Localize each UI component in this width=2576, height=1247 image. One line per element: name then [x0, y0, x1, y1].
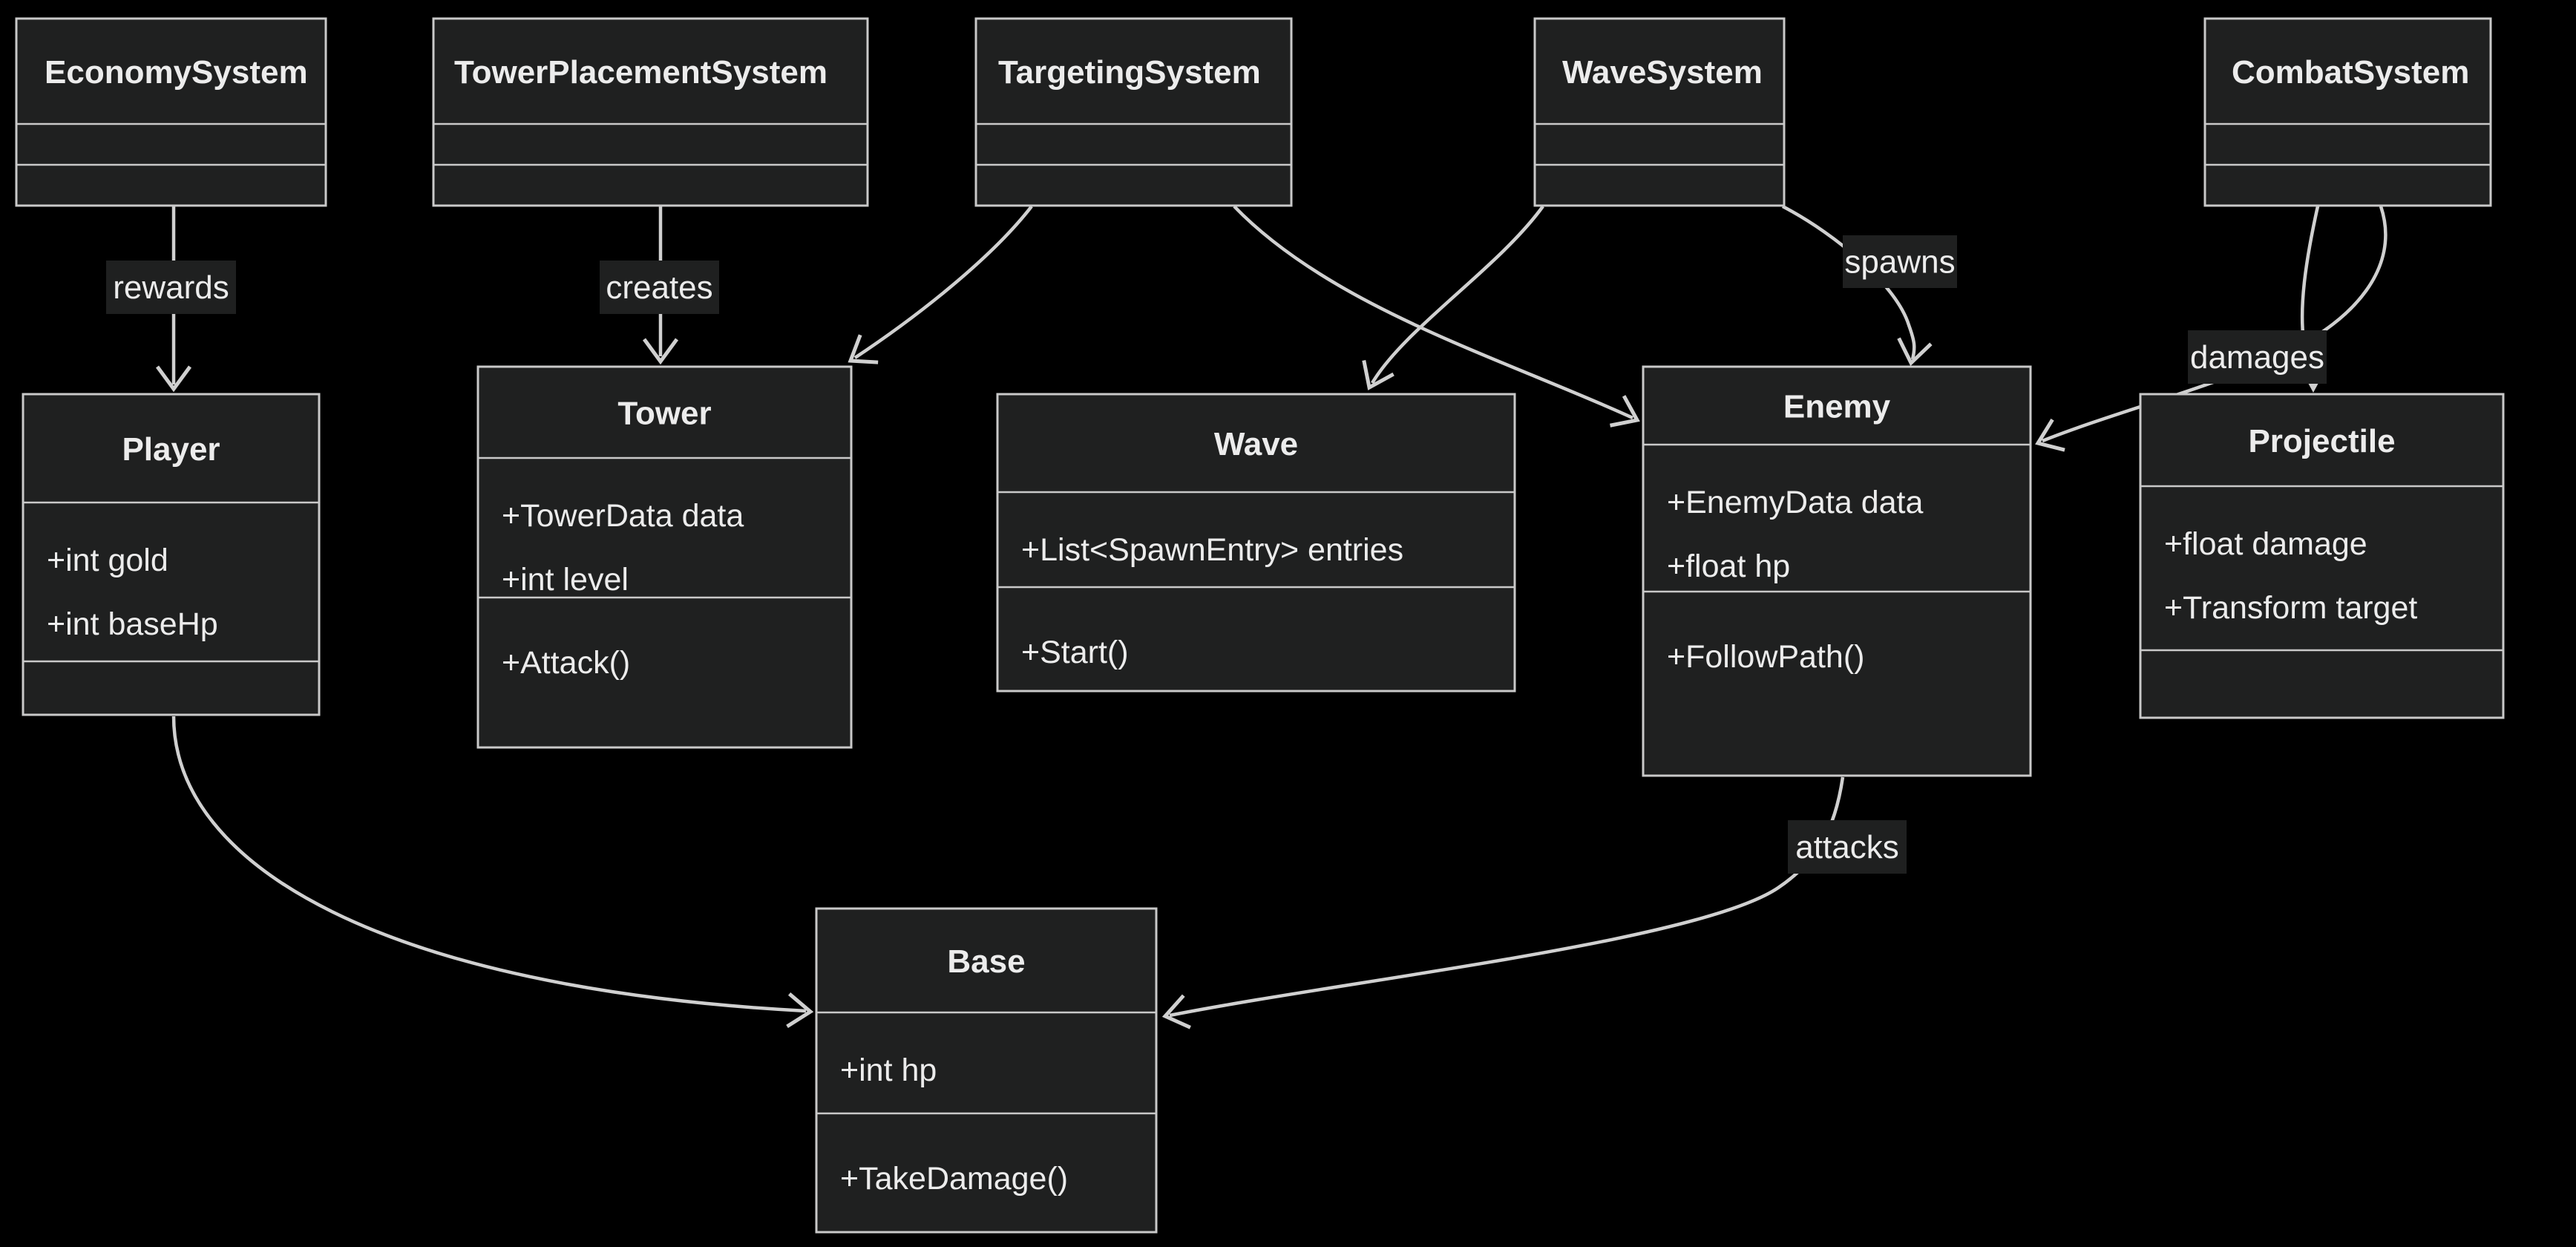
arrowhead-vee-targeting-system-to-enemy [1610, 395, 1640, 428]
class-method: +FollowPath() [1667, 639, 1864, 675]
arrowhead-vee-tower-placement-system-to-tower [642, 338, 679, 365]
class-title-clip: Projectile [2248, 423, 2395, 459]
class-rect [996, 393, 1516, 693]
class-enemy: Enemy +EnemyData data +float hp +FollowPath… [1642, 365, 2032, 777]
class-title-clip: Wave [1214, 426, 1298, 462]
edge-label-creates: creates [600, 261, 719, 314]
class-title-clip: TargetingSystem [998, 54, 1261, 91]
class-rect [2139, 393, 2505, 719]
class-title-clip: Tower [617, 396, 711, 432]
class-attribute: +Transform target [2164, 590, 2417, 626]
edge-label-bg [1788, 820, 1907, 874]
class-title: WaveSystem [1562, 54, 1763, 91]
class-title: EconomySystem [45, 54, 308, 91]
edge-player-to-base [171, 716, 807, 1013]
class-title: Wave [1214, 426, 1298, 462]
class-combat-system: CombatSystem [2203, 17, 2492, 207]
class-projectile: Projectile +float damage +Transform target [2139, 393, 2505, 719]
edge-targeting-system-to-tower [853, 205, 1033, 359]
class-title-clip: WaveSystem [1562, 54, 1763, 91]
class-title: Base [947, 943, 1025, 980]
edge-targeting-system-to-enemy [1233, 205, 1633, 420]
class-rect [1642, 365, 2032, 777]
class-title: Projectile [2248, 423, 2395, 459]
edge-label-damages: damages [2188, 330, 2327, 384]
class-attribute: +int gold [47, 543, 168, 578]
arrowhead-vee-targeting-system-to-tower [848, 334, 879, 364]
class-rect [476, 365, 853, 749]
edge-labels-layer: rewards creates spawns damages attacks [106, 235, 2327, 874]
arrowhead-vee-economy-system-to-player [155, 365, 192, 393]
class-nodes-layer: EconomySystem TowerPlacementSystem Targeti… [15, 17, 2505, 1234]
class-title-clip: Enemy [1783, 389, 1891, 425]
edge-label-text: damages [2190, 339, 2324, 376]
edge-label-rewards: rewards [106, 261, 236, 314]
class-rect [815, 907, 1158, 1234]
edge-label-bg [600, 261, 719, 314]
class-method: +Start() [1021, 635, 1129, 670]
class-method: +Attack() [502, 645, 630, 681]
arrowhead-vee-wave-system-to-wave [1362, 360, 1394, 390]
class-player: Player +int gold +int baseHp [22, 393, 321, 716]
class-base: Base +int hp +TakeDamage() [815, 907, 1158, 1234]
edge-label-bg [106, 261, 236, 314]
edge-label-text: attacks [1795, 829, 1898, 865]
class-title: Enemy [1783, 389, 1891, 425]
class-tower-placement-system: TowerPlacementSystem [432, 17, 869, 207]
class-title-clip: EconomySystem [45, 54, 308, 91]
class-economy-system: EconomySystem [15, 17, 327, 207]
class-title-clip: Base [947, 943, 1025, 980]
class-title: TargetingSystem [998, 54, 1261, 91]
class-attribute: +List<SpawnEntry> entries [1021, 532, 1403, 568]
edge-label-spawns: spawns [1843, 235, 1957, 288]
class-wave-system: WaveSystem [1533, 17, 1786, 207]
class-title: CombatSystem [2232, 54, 2469, 91]
edge-wave-system-to-wave [1371, 205, 1544, 384]
class-targeting-system: TargetingSystem [974, 17, 1293, 207]
class-rect [432, 17, 869, 207]
edge-label-text: creates [606, 269, 712, 306]
class-title: TowerPlacementSystem [454, 54, 827, 91]
edge-label-bg [2188, 330, 2327, 384]
edge-enemy-to-base [1169, 776, 1845, 1018]
class-attribute: +int baseHp [47, 606, 218, 642]
arrowhead-vee-combat-system-to-enemy [2035, 419, 2065, 452]
edge-label-text: spawns [1844, 244, 1955, 281]
class-wave: Wave +List<SpawnEntry> entries +Start() [996, 393, 1516, 693]
edge-wave-system-to-enemy [1781, 205, 1916, 360]
class-title-clip: Player [122, 431, 220, 468]
class-rect [15, 17, 327, 207]
class-title: Tower [617, 396, 711, 432]
edge-label-text: rewards [113, 269, 229, 306]
class-attribute: +int level [502, 562, 629, 598]
class-attribute: +TowerData data [502, 498, 744, 534]
class-tower: Tower +TowerData data +int level +Attack() [476, 365, 853, 749]
class-title-clip: TowerPlacementSystem [454, 54, 827, 91]
class-title-clip: CombatSystem [2232, 54, 2469, 91]
edge-label-bg [1843, 235, 1957, 288]
class-rect [1533, 17, 1786, 207]
class-attribute: +int hp [840, 1053, 937, 1088]
class-attribute: +float hp [1667, 549, 1790, 584]
class-title: Player [122, 431, 220, 468]
arrowhead-vee-enemy-to-base [1161, 994, 1191, 1030]
class-attribute: +float damage [2164, 526, 2367, 562]
class-method: +TakeDamage() [840, 1161, 1068, 1197]
class-rect [2203, 17, 2492, 207]
class-rect [974, 17, 1293, 207]
edge-label-attacks: attacks [1788, 820, 1907, 874]
arrowhead-vee-wave-system-to-enemy [1897, 337, 1933, 367]
arrowhead-vee-player-to-base [786, 992, 814, 1028]
class-attribute: +EnemyData data [1667, 485, 1923, 520]
